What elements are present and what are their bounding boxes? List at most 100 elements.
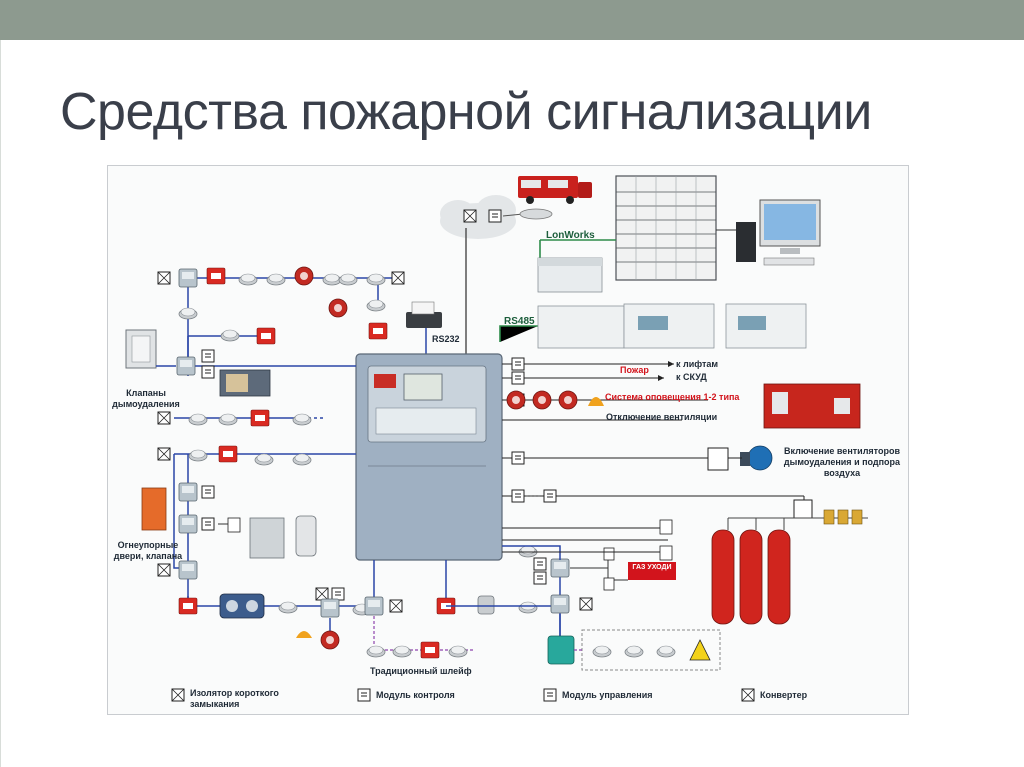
cloud-icon <box>440 195 516 239</box>
gas-control-unit-icon <box>547 635 575 665</box>
computer-icon <box>736 199 821 266</box>
switch-icon <box>659 519 673 561</box>
slide-title: Средства пожарной сигнализации <box>60 83 872 141</box>
smoke-detector-icon <box>366 299 386 312</box>
manage-module-icon <box>331 587 345 601</box>
fire-door-icon <box>141 487 167 531</box>
door-closer-icon <box>249 517 285 559</box>
siren-icon <box>506 390 526 410</box>
beam-detector-icon <box>219 593 265 619</box>
legend-isolator-icon <box>171 688 185 702</box>
smoke-detector-icon <box>266 273 286 286</box>
smoke-detector-icon <box>366 645 386 658</box>
printer-icon <box>406 301 442 328</box>
alert-system-label: Система оповещения 1-2 типа <box>605 392 740 402</box>
smoke-detector-icon <box>178 307 198 320</box>
smoke-detector-icon <box>322 273 342 286</box>
sprinkler-nozzle-icon <box>823 509 863 525</box>
remote-panel-1 <box>623 303 715 349</box>
isolator-icon <box>157 411 171 425</box>
smoke-detector-icon <box>366 273 386 286</box>
slide-top-bar <box>0 0 1024 40</box>
heat-detector-icon <box>254 453 274 466</box>
module-icon <box>320 598 340 618</box>
legend-isolator-label: Изолятор короткого замыкания <box>190 688 279 709</box>
network-controller-icon <box>537 305 625 349</box>
valves-label: Клапаны дымоудаления <box>112 388 180 409</box>
legend-converter-icon <box>741 688 755 702</box>
heat-detector-icon <box>624 645 644 658</box>
fire-truck-icon <box>518 176 592 204</box>
gas-detectors-box <box>581 629 721 671</box>
module-icon <box>178 268 198 288</box>
legend-control-label: Модуль контроля <box>376 690 455 700</box>
beacon-icon <box>588 397 604 406</box>
smoke-detector-icon <box>218 413 238 426</box>
manage-module-icon <box>511 489 525 503</box>
isolator-icon <box>157 271 171 285</box>
smoke-detector-icon <box>278 601 298 614</box>
heat-detector-icon <box>477 595 495 615</box>
isolator-icon <box>463 209 477 223</box>
gas-sign <box>628 562 676 580</box>
manage-module-icon <box>511 371 525 385</box>
lifts-label: к лифтам <box>676 359 719 369</box>
smoke-detector-icon <box>292 413 312 426</box>
fire-label: Пожар <box>620 365 649 375</box>
legend-control-icon <box>357 688 371 702</box>
manual-call-point-icon <box>178 597 198 615</box>
module-icon <box>178 514 198 534</box>
module-icon <box>178 560 198 580</box>
antenna-icon <box>519 208 553 220</box>
module-icon <box>178 482 198 502</box>
heat-detector-icon <box>656 645 676 658</box>
switch-icon <box>603 547 615 591</box>
rs232-label: RS232 <box>432 334 460 344</box>
converter-icon <box>389 599 403 613</box>
legend-manage-icon <box>543 688 557 702</box>
legend-converter-label: Конвертер <box>760 690 808 700</box>
network-converter-icon <box>537 257 603 293</box>
skud-label: к СКУД <box>676 372 707 382</box>
isolator-icon <box>157 563 171 577</box>
siren-icon <box>532 390 552 410</box>
beacon-icon <box>296 631 312 638</box>
fire-alarm-diagram: LonWorks RS485 RS232 к лифтам к СКУД Пож… <box>107 165 909 715</box>
door-holder-icon <box>295 515 317 557</box>
manage-module-icon <box>533 557 547 571</box>
control-module-icon <box>533 571 547 585</box>
module-icon <box>176 356 196 376</box>
legend-manage-label: Модуль управления <box>562 690 653 700</box>
smoke-detector-icon <box>518 601 538 614</box>
module-icon <box>550 558 570 578</box>
warning-icon <box>689 639 711 661</box>
lonworks-label: LonWorks <box>546 230 595 241</box>
relay-switch-icon <box>707 447 729 471</box>
isolator-icon <box>315 587 329 601</box>
switch-icon <box>227 517 241 533</box>
gas-sign-label: ГАЗ УХОДИ <box>632 564 672 571</box>
siren-icon <box>294 266 314 286</box>
manual-call-point-icon <box>206 267 226 285</box>
converter-icon <box>579 597 593 611</box>
manage-module-icon <box>511 357 525 371</box>
smoke-detector-icon <box>188 449 208 462</box>
control-module-icon <box>201 365 215 379</box>
gas-module-icon <box>550 594 570 614</box>
control-module-icon <box>201 517 215 531</box>
traditional-loop-label: Традиционный шлейф <box>370 666 472 676</box>
damper-icon <box>219 369 271 397</box>
smoke-valve-icon <box>125 329 157 369</box>
ventilation-unit-icon <box>763 383 861 429</box>
fans-on-label: Включение вентиляторов дымоудаления и по… <box>783 446 901 478</box>
manual-call-point-icon <box>256 327 276 345</box>
heat-detector-icon <box>292 453 312 466</box>
smoke-detector-icon <box>188 413 208 426</box>
smoke-detector-icon <box>238 273 258 286</box>
main-control-panel <box>355 353 503 561</box>
module-icon <box>364 596 384 616</box>
smoke-detector-icon <box>220 329 240 342</box>
heat-detector-icon <box>592 645 612 658</box>
manage-module-icon <box>201 485 215 499</box>
server-rack-icon <box>615 175 717 281</box>
